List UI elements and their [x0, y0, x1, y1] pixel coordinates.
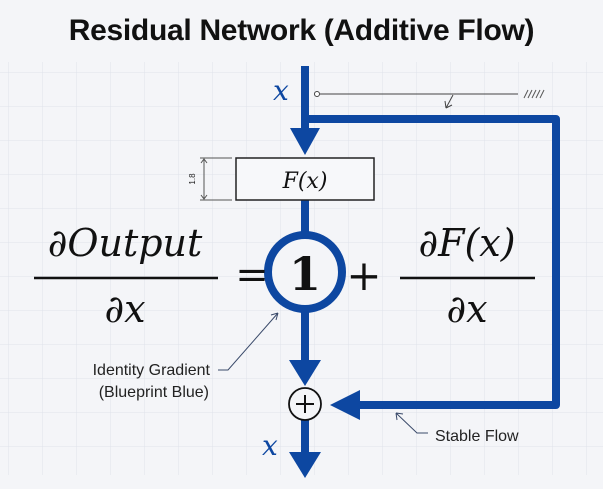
rhs-denominator: ∂x	[446, 287, 487, 331]
identity-gradient-label-line1: Identity Gradient	[93, 362, 211, 379]
equals-sign: =	[235, 252, 269, 298]
dimension-label: 1.8	[188, 173, 197, 185]
identity-gradient-label-line2: (Blueprint Blue)	[99, 384, 209, 401]
skip-path	[305, 115, 560, 409]
diagram-title: Residual Network (Additive Flow)	[68, 14, 535, 47]
stable-flow-leader	[395, 412, 428, 434]
output-label: x	[262, 429, 278, 462]
lhs-denominator: ∂x	[104, 287, 145, 331]
identity-gradient-leader	[218, 312, 279, 371]
identity-node[interactable]	[264, 231, 346, 313]
identity-node-value: 1	[289, 247, 321, 301]
guide-pointer-arrow	[444, 94, 454, 109]
hatch-mark	[523, 89, 545, 99]
arrowhead-into-block	[290, 128, 320, 155]
skip-connection	[305, 115, 560, 420]
input-label: x	[273, 74, 289, 107]
lhs-numerator: ∂Output	[48, 221, 203, 265]
rhs-numerator: ∂F(x)	[418, 221, 515, 265]
plus-sign: +	[346, 251, 381, 300]
function-block[interactable]	[235, 157, 375, 201]
main-flow	[289, 66, 321, 478]
stable-flow-label: Stable Flow	[435, 428, 519, 445]
block-height-dimension	[200, 157, 232, 201]
arrowhead-into-sum	[289, 360, 321, 386]
sum-plus-icon	[296, 395, 314, 413]
dimension-guide	[314, 89, 545, 109]
function-block-label: F(x)	[282, 169, 328, 194]
arrowhead-skip	[330, 390, 360, 420]
arrowhead-output	[289, 452, 321, 478]
guide-origin-dot	[314, 91, 320, 97]
